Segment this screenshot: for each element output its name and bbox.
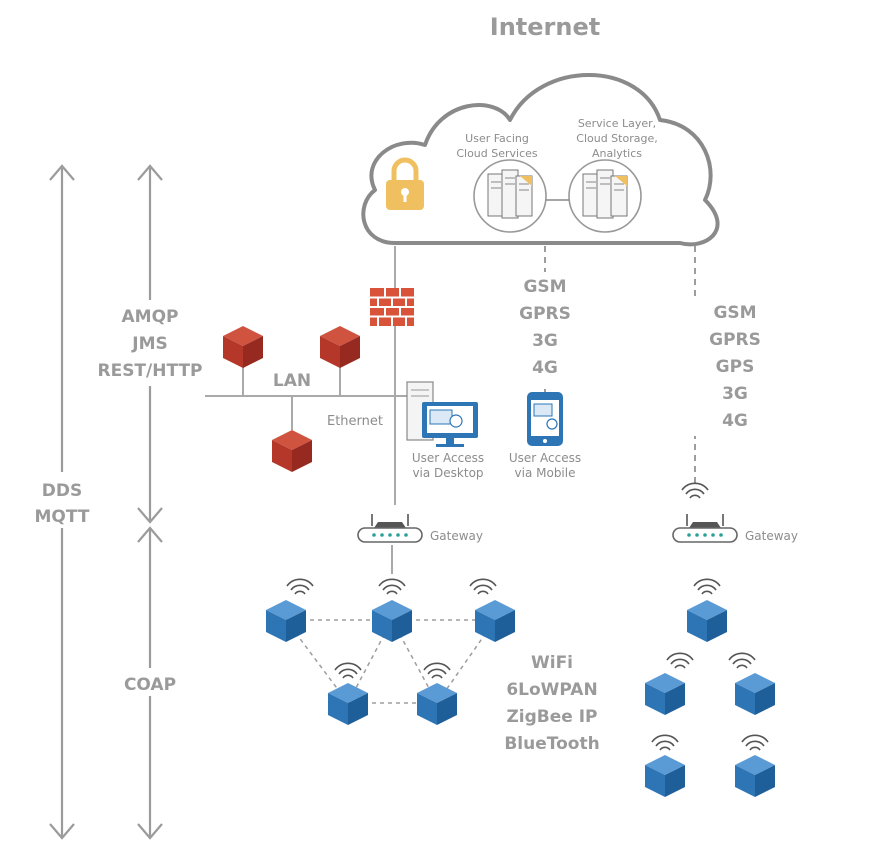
mobile-link-gprs: GPRS xyxy=(519,304,571,324)
mesh-node-1 xyxy=(266,600,306,642)
wifi-icon xyxy=(693,578,721,595)
right-link-gps: GPS xyxy=(716,357,755,377)
mobile-icon xyxy=(527,392,563,446)
title: Internet xyxy=(490,13,600,41)
desktop-label-2: via Desktop xyxy=(412,466,483,480)
tree-node-left-leaf xyxy=(645,755,685,797)
protocol-mqtt: MQTT xyxy=(35,507,90,527)
gateway-right-label: Gateway xyxy=(745,529,798,543)
user-facing-server-icon xyxy=(473,159,547,233)
desktop-icon xyxy=(406,381,478,447)
wifi-icon xyxy=(651,734,679,751)
right-link-gsm: GSM xyxy=(713,303,756,323)
mesh-node-5 xyxy=(417,683,457,725)
service-layer-label-2: Cloud Storage, xyxy=(576,132,657,145)
mobile-link-3g: 3G xyxy=(532,331,558,351)
cloud-shape xyxy=(361,73,720,247)
wifi-icon xyxy=(334,662,362,679)
right-link-gprs: GPRS xyxy=(709,330,761,350)
protocol-dds: DDS xyxy=(42,481,82,501)
desktop-label-1: User Access xyxy=(412,451,484,465)
firewall-icon xyxy=(370,288,414,326)
protocol-amqp: AMQP xyxy=(122,307,179,327)
lan-node-2 xyxy=(320,326,360,368)
wifi-icon xyxy=(728,652,756,669)
wifi-icon xyxy=(286,578,314,595)
wifi-icon xyxy=(741,734,769,751)
service-layer-server-icon xyxy=(568,159,642,233)
wifi-icon xyxy=(666,652,694,669)
wifi-icon xyxy=(378,578,406,595)
protocol-coap: COAP xyxy=(124,675,176,695)
user-facing-label-1: User Facing xyxy=(465,132,529,145)
wireless-wifi: WiFi xyxy=(531,653,573,673)
wifi-icon xyxy=(469,578,497,595)
tree-node-right-leaf xyxy=(735,755,775,797)
right-link-3g: 3G xyxy=(722,384,748,404)
lan-label: LAN xyxy=(273,371,311,391)
mobile-label-2: via Mobile xyxy=(515,466,576,480)
wireless-zigbee: ZigBee IP xyxy=(506,707,597,727)
wireless-6lowpan: 6LoWPAN xyxy=(506,680,597,700)
gateway-left-label: Gateway xyxy=(430,529,483,543)
tree-node-root xyxy=(687,600,727,642)
protocol-rest-http: REST/HTTP xyxy=(97,361,202,381)
mesh-node-3 xyxy=(475,600,515,642)
mesh-node-2 xyxy=(372,600,412,642)
mobile-link-4g: 4G xyxy=(532,358,558,378)
mobile-link-gsm: GSM xyxy=(523,277,566,297)
lan-network xyxy=(205,360,420,430)
service-layer-label-1: Service Layer, xyxy=(578,117,656,130)
service-layer-label-3: Analytics xyxy=(592,147,642,160)
lan-node-1 xyxy=(223,326,263,368)
wireless-bluetooth: BlueTooth xyxy=(504,734,599,754)
gateway-left-icon xyxy=(357,513,423,543)
protocol-jms: JMS xyxy=(131,334,168,354)
gateway-right-icon xyxy=(672,513,738,543)
gateway-right-wifi-icon xyxy=(681,482,709,499)
right-link-4g: 4G xyxy=(722,411,748,431)
mesh-node-4 xyxy=(328,683,368,725)
mobile-label-1: User Access xyxy=(509,451,581,465)
user-facing-label-2: Cloud Services xyxy=(456,147,538,160)
lock-icon xyxy=(386,157,424,210)
tree-node-right xyxy=(735,673,775,715)
tree-node-left xyxy=(645,673,685,715)
lan-node-3 xyxy=(272,430,312,472)
ethernet-label: Ethernet xyxy=(327,414,383,429)
wifi-icon xyxy=(423,662,451,679)
